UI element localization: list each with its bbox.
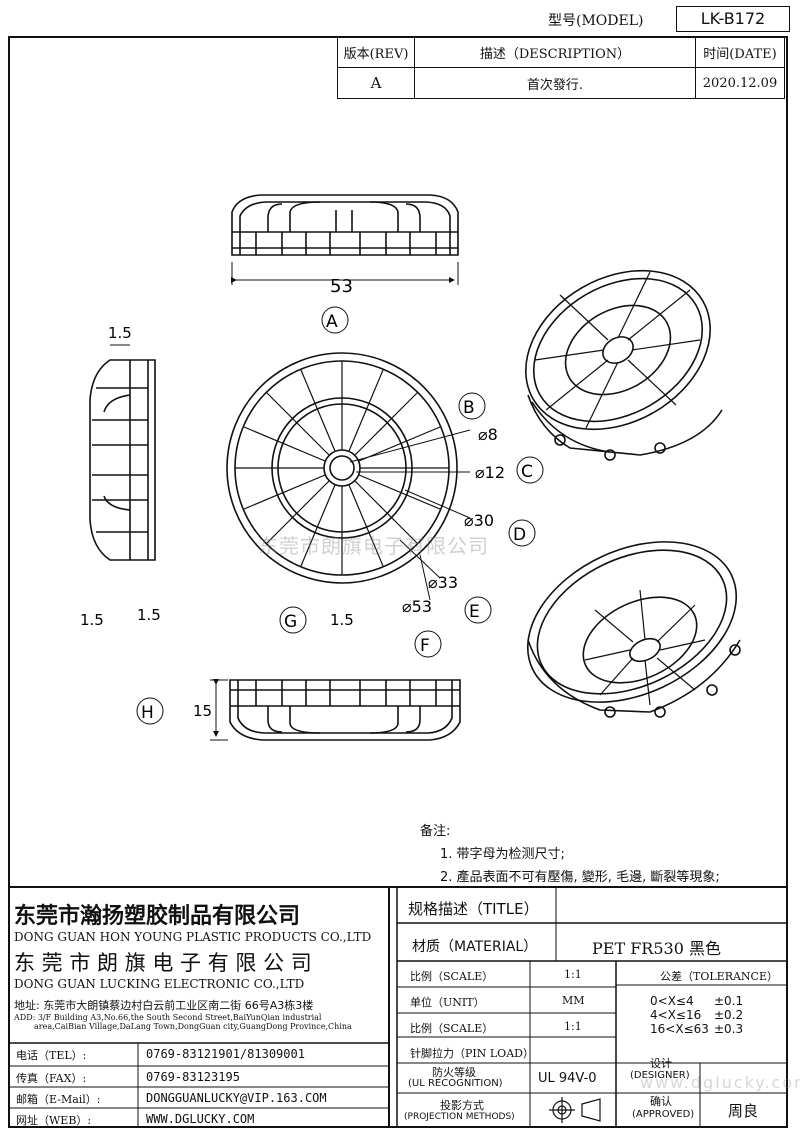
email-value[interactable]: DONGGUANLUCKY@VIP.163.COM: [146, 1091, 327, 1105]
title-label: 规格描述（TITLE）: [408, 900, 539, 918]
proj-label-2: (PROJECTION METHODS): [404, 1112, 515, 1122]
iso-view-top: [525, 269, 723, 461]
scale-label: 比例（SCALE）: [410, 970, 494, 983]
address-cn: 地址: 东莞市大朗镇蔡边村白云前工业区南二街 66号A3栋3楼: [14, 999, 314, 1012]
top-side-view: [231, 194, 459, 256]
date-value: 2020.12.09: [695, 67, 785, 99]
ul-value: UL 94V-0: [538, 1071, 597, 1086]
approved-value: 周良: [728, 1102, 759, 1120]
address-en-1: ADD: 3/F Building A3,No.66,the South Sec…: [14, 1013, 322, 1022]
notes: 备注: 1. 带字母为检测尺寸; 2. 產品表面不可有壓傷, 變形, 毛邊, 斷…: [420, 820, 720, 889]
email-label: 邮箱（E-Mail）:: [16, 1093, 101, 1106]
fax-label: 传真（FAX）:: [16, 1072, 87, 1085]
web-label: 网址（WEB）:: [16, 1114, 92, 1127]
pin-load-label: 针脚拉力（PIN LOAD）: [410, 1047, 534, 1060]
marker-a: A: [326, 312, 338, 332]
rev-header: 版本(REV): [337, 36, 415, 68]
company-name-en-1: DONG GUAN HON YOUNG PLASTIC PRODUCTS CO.…: [14, 930, 372, 944]
proj-label-1: 投影方式: [440, 1099, 484, 1112]
designer-label-1: 设计: [650, 1057, 672, 1070]
dim-d30: ⌀30: [464, 511, 494, 530]
tolerance-label: 公差（TOLERANCE）: [660, 970, 778, 983]
technical-drawing: 53 A 1.5 1.5 1.5: [80, 194, 741, 741]
desc-value: 首次發行.: [414, 67, 696, 99]
approved-label-2: (APPROVED): [632, 1109, 695, 1120]
company-name-cn-2: 东 莞 市 朗 旗 电 子 有 限 公 司: [14, 951, 312, 975]
tol-range-1: 0<X≤4: [650, 994, 694, 1008]
title-block-lines: [8, 886, 788, 1128]
tol-range-2: 4<X≤16: [650, 1008, 702, 1022]
front-view: [226, 352, 458, 584]
watermark: 东莞市朗旗电子有限公司: [258, 534, 489, 558]
dim-d53: ⌀53: [402, 597, 432, 616]
fax-value: 0769-83123195: [146, 1070, 240, 1084]
note-1: 1. 带字母为检测尺寸;: [440, 847, 565, 862]
left-side-view: [89, 359, 156, 561]
note-2: 2. 產品表面不可有壓傷, 變形, 毛邊, 斷裂等現象;: [440, 870, 720, 885]
tol-value-3: ±0.3: [714, 1022, 744, 1036]
marker-h: H: [141, 703, 154, 723]
tol-value-2: ±0.2: [714, 1008, 744, 1022]
tol-value-1: ±0.1: [714, 994, 744, 1008]
dim-d33: ⌀33: [428, 573, 458, 592]
marker-b: B: [463, 398, 475, 418]
bottom-side-view: [229, 679, 461, 741]
marker-c: C: [521, 462, 533, 482]
tolerance-table: 0<X≤4 ±0.1 4<X≤16 ±0.2 16<X≤63 ±0.3: [650, 994, 743, 1036]
watermark-bottom: www.dglucky.com: [640, 1073, 800, 1092]
model-value: LK-B172: [676, 6, 790, 32]
company-name-en-2: DONG GUAN LUCKING ELECTRONIC CO.,LTD: [14, 977, 305, 991]
dim-1-5-right: 1.5: [137, 606, 161, 624]
unit-value: MM: [562, 994, 585, 1007]
address-en-2: area,CaiBian Village,DaLang Town,DongGua…: [34, 1022, 352, 1031]
scale2-value: 1:1: [564, 1020, 582, 1033]
dim-53: 53: [330, 276, 353, 297]
marker-e: E: [469, 602, 480, 622]
material-value: PET FR530 黑色: [592, 939, 721, 958]
company-block: 东莞市瀚扬塑胶制品有限公司 DONG GUAN HON YOUNG PLASTI…: [10, 890, 387, 1031]
tel-label: 电话（TEL）:: [16, 1049, 87, 1062]
dim-15: 15: [193, 702, 212, 720]
dim-d8: ⌀8: [478, 425, 498, 444]
designer-label-2: (DESIGNER): [630, 1070, 690, 1081]
dim-1-5-left: 1.5: [80, 611, 104, 629]
notes-title: 备注:: [420, 824, 451, 839]
company-name-cn-1: 东莞市瀚扬塑胶制品有限公司: [14, 904, 301, 929]
ul-label-2: (UL RECOGNITION): [408, 1078, 503, 1089]
scale-value: 1:1: [564, 968, 582, 981]
date-header: 时间(DATE): [695, 36, 785, 68]
marker-g: G: [284, 612, 297, 632]
unit-label: 单位（UNIT）: [410, 996, 485, 1009]
model-label: 型号(MODEL): [548, 13, 644, 29]
scale2-label: 比例（SCALE）: [410, 1022, 494, 1035]
marker-f: F: [420, 636, 430, 656]
web-value[interactable]: WWW.DGLUCKY.COM: [146, 1112, 255, 1126]
material-label: 材质（MATERIAL）: [412, 939, 538, 955]
projection-symbol: [549, 1097, 601, 1123]
revision-table: 版本(REV) 描述（DESCRIPTION） 时间(DATE) A 首次發行.…: [337, 36, 785, 99]
dim-1-5-top: 1.5: [108, 324, 132, 342]
approved-label-1: 确认: [650, 1095, 672, 1108]
marker-d: D: [513, 525, 526, 545]
ul-label-1: 防火等级: [432, 1066, 476, 1079]
tol-range-3: 16<X≤63: [650, 1022, 709, 1036]
dim-1-5-bottom: 1.5: [330, 611, 354, 629]
tel-value: 0769-83121901/81309001: [146, 1047, 305, 1061]
iso-view-bottom: [526, 541, 741, 718]
dim-d12: ⌀12: [475, 463, 505, 482]
